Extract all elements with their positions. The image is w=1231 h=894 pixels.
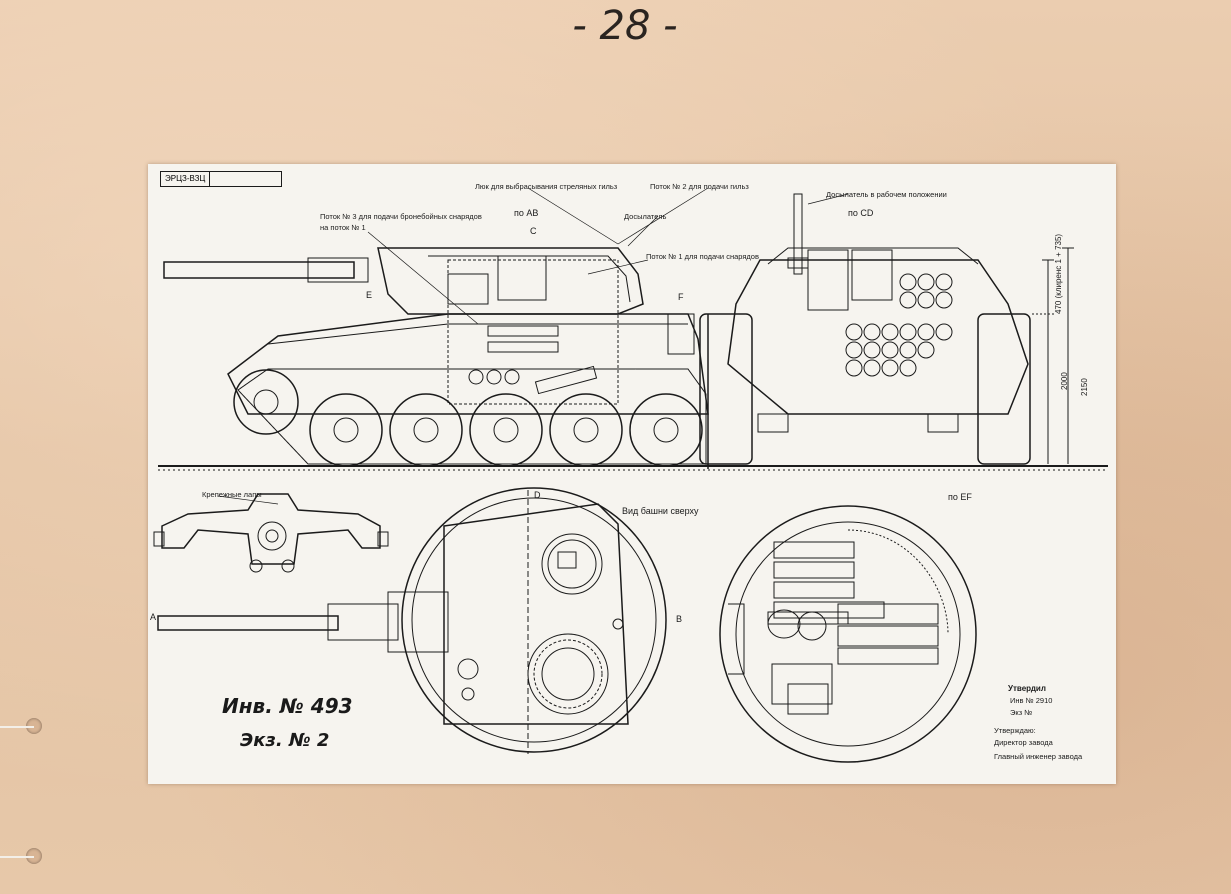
- drawing-code-stamp: ЭРЦЗ-ВЗЦ: [160, 171, 282, 187]
- dimension-2150: 2150: [1080, 378, 1089, 396]
- label-hatch-spent: Люк для выбрасывания стреляных гильз: [475, 182, 618, 191]
- marker-c: C: [530, 226, 537, 236]
- label-flow2: Поток № 2 для подачи гильз: [650, 182, 749, 191]
- drawing-code: ЭРЦЗ-ВЗЦ: [161, 172, 211, 186]
- blueprint-sheet: ЭРЦЗ-ВЗЦ Люк для выбрасывания стреляных …: [148, 164, 1116, 784]
- marker-b: B: [676, 614, 683, 624]
- side-view: [163, 247, 709, 469]
- turret-top-view: [157, 487, 667, 754]
- page-number: - 28 -: [572, 3, 678, 49]
- mounting-lugs-view: [153, 493, 389, 573]
- binding-string: [0, 856, 34, 858]
- approval-signature: Утвердил: [1008, 684, 1046, 693]
- label-flow3: Поток № 3 для подачи бронебойных снарядо…: [320, 212, 482, 221]
- approval-chief-engineer: Главный инженер завода: [994, 752, 1083, 761]
- front-section-view: [699, 193, 1074, 465]
- approval-director: Директор завода: [994, 738, 1053, 747]
- marker-a: A: [150, 612, 157, 622]
- label-rammer-position: Досылатель в рабочем положении: [826, 190, 947, 199]
- label-dosylatel: Досылатель: [624, 212, 667, 221]
- section-ef-view: [719, 505, 977, 763]
- binding-hole: [26, 718, 42, 734]
- dimension-clearance: 470 (клиренс 1 + 735): [1054, 233, 1063, 314]
- marker-f: F: [678, 292, 684, 302]
- label-mount-lugs: Крепежные лапы: [202, 490, 262, 499]
- section-ab-label: по АВ: [514, 208, 539, 218]
- blueprint-drawing: [153, 187, 1108, 763]
- label-turret-top: Вид башни сверху: [622, 506, 699, 516]
- binding-string: [0, 726, 34, 728]
- binding-hole: [26, 848, 42, 864]
- marker-d: D: [534, 490, 541, 500]
- marker-e: E: [366, 290, 373, 300]
- label-flow3b: на поток № 1: [320, 223, 366, 232]
- inventory-number: Инв. № 493: [222, 694, 353, 718]
- approval-inv-no: Инв № 2910: [1010, 696, 1053, 705]
- copy-number: Экз. № 2: [240, 730, 330, 751]
- approval-copy-no: Экз №: [1010, 708, 1033, 717]
- label-flow1: Поток № 1 для подачи снарядов: [646, 252, 759, 261]
- section-ef-label: по EF: [948, 492, 972, 502]
- approval-heading: Утверждаю:: [994, 726, 1036, 735]
- section-cd-label: по CD: [848, 208, 874, 218]
- dimension-2000: 2000: [1060, 372, 1069, 390]
